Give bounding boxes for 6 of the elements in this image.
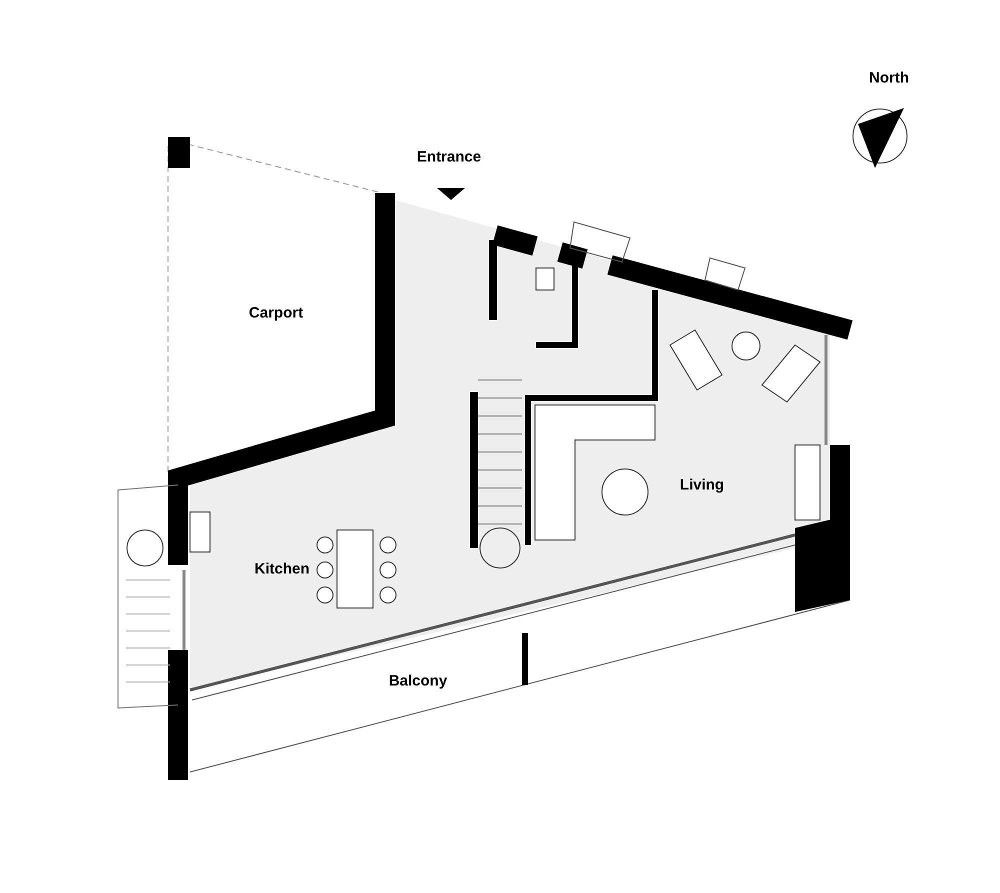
- room-label: Living: [680, 476, 724, 494]
- compass-label: North: [869, 70, 909, 86]
- room-label: Kitchen: [254, 560, 310, 578]
- room-label: Balcony: [388, 672, 448, 690]
- room-label: Carport: [248, 304, 304, 322]
- entrance-label: Entrance: [416, 148, 482, 166]
